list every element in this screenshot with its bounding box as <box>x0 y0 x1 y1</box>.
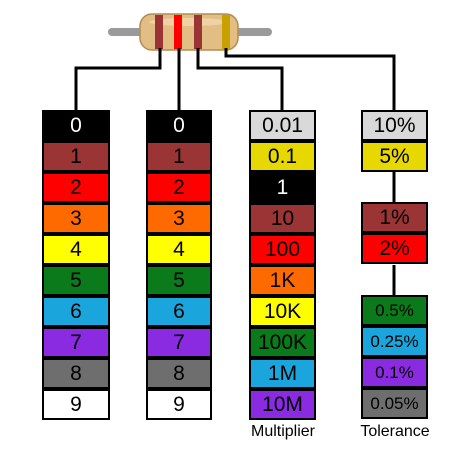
tolerance-band-1_: 1% <box>361 202 428 233</box>
digit1-band-0: 0 <box>42 110 110 141</box>
wire-digit1 <box>74 48 162 110</box>
multiplier-caption: Multiplier <box>250 423 315 440</box>
tolerance-band-0_1_: 0.1% <box>361 357 428 388</box>
digit1-band-4: 4 <box>42 234 110 265</box>
tolerance-band-10_: 10% <box>361 110 428 141</box>
digit1-band-8: 8 <box>42 358 110 389</box>
multiplier-band-10: 10 <box>249 203 316 234</box>
tolerance-band-0_25_: 0.25% <box>361 326 428 357</box>
multiplier-band-100K: 100K <box>249 327 316 358</box>
digit1-band-3: 3 <box>42 203 110 234</box>
wire-multiplier <box>196 48 284 110</box>
multiplier-band-100: 100 <box>249 234 316 265</box>
multiplier-band-0_1: 0.1 <box>249 141 316 172</box>
resistor-band-4 <box>222 15 230 49</box>
digit1-band-2: 2 <box>42 172 110 203</box>
resistor-band-2 <box>174 15 182 49</box>
digit2-band-2: 2 <box>146 172 212 203</box>
digit2-band-8: 8 <box>146 358 212 389</box>
resistor-band-1 <box>155 15 163 49</box>
digit1-band-1: 1 <box>42 141 110 172</box>
multiplier-band-1M: 1M <box>249 358 316 389</box>
digit1-band-7: 7 <box>42 327 110 358</box>
digit2-band-7: 7 <box>146 327 212 358</box>
digit2-band-0: 0 <box>146 110 212 141</box>
digit2-band-5: 5 <box>146 265 212 296</box>
multiplier-band-1K: 1K <box>249 265 316 296</box>
resistor-band-3 <box>194 15 202 49</box>
digit2-band-6: 6 <box>146 296 212 327</box>
multiplier-band-10M: 10M <box>249 389 316 420</box>
multiplier-band-1: 1 <box>249 172 316 203</box>
tolerance-band-0_05_: 0.05% <box>361 388 428 419</box>
tolerance-band-0_5_: 0.5% <box>361 295 428 326</box>
multiplier-band-0_01: 0.01 <box>249 110 316 141</box>
digit2-band-3: 3 <box>146 203 212 234</box>
connector-wires <box>74 48 396 295</box>
digit2-band-4: 4 <box>146 234 212 265</box>
multiplier-band-10K: 10K <box>249 296 316 327</box>
digit1-band-6: 6 <box>42 296 110 327</box>
digit1-band-5: 5 <box>42 265 110 296</box>
wire-tolerance <box>224 48 396 110</box>
resistor-body-highlight <box>149 18 229 26</box>
tolerance-band-2_: 2% <box>361 233 428 264</box>
tolerance-caption: Tolerance <box>360 423 430 440</box>
digit2-band-1: 1 <box>146 141 212 172</box>
tolerance-band-5_: 5% <box>361 141 428 172</box>
digit1-band-9: 9 <box>42 389 110 420</box>
digit2-band-9: 9 <box>146 389 212 420</box>
